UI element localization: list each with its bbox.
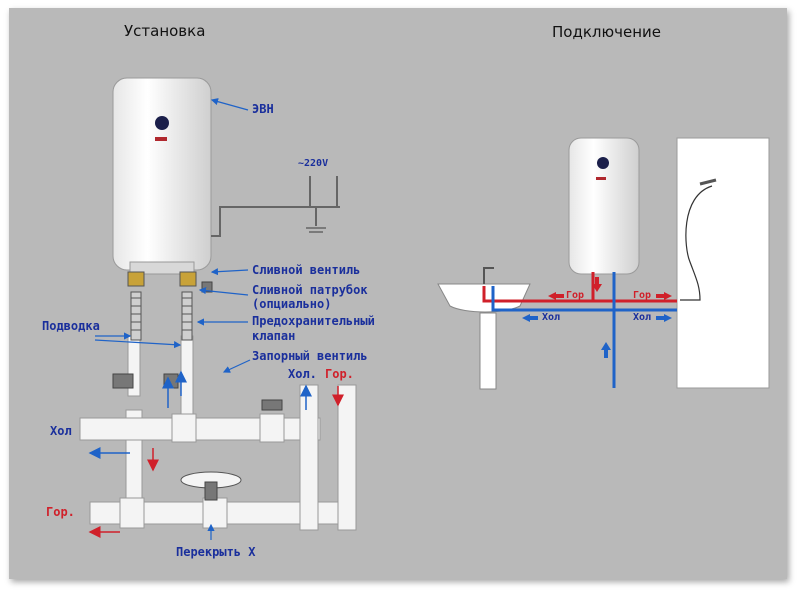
label-drain-pipe-line2: (опциально)	[252, 297, 331, 311]
tank-logo-icon	[155, 116, 169, 130]
label-evn: ЭВН	[252, 102, 274, 116]
flow-arrows-install	[88, 370, 344, 538]
label-drain-valve: Сливной вентиль	[252, 263, 360, 277]
conn-cold-left: Хол	[542, 312, 560, 323]
conn-hot-left: Гор	[566, 290, 584, 301]
title-connect: Подключение	[552, 23, 661, 41]
flex-hoses	[127, 271, 197, 341]
label-drain-pipe-line1: Сливной патрубок	[252, 283, 368, 297]
heater-small	[568, 137, 640, 275]
shower-hose	[680, 178, 717, 301]
label-cold-left: Хол	[50, 424, 72, 438]
flow-arrows-connect	[522, 277, 672, 358]
label-supply: Подводка	[42, 319, 100, 333]
wall-panel	[676, 137, 770, 389]
water-heater-tank	[112, 77, 212, 275]
label-safety-valve-line1: Предохранительный	[252, 314, 375, 328]
label-pointers	[94, 98, 251, 540]
label-cold-top: Хол.	[288, 367, 317, 381]
heater-small-logo-icon	[597, 157, 609, 169]
voltage-label: ~220V	[298, 158, 328, 169]
label-close-x: Перекрыть X	[176, 545, 256, 559]
label-shutoff-valve: Запорный вентиль	[252, 349, 368, 363]
label-safety-valve-line2: клапан	[252, 329, 295, 343]
label-hot-top: Гор.	[325, 367, 354, 381]
cold-pipes	[491, 272, 677, 388]
power-cable	[211, 176, 340, 237]
title-install: Установка	[124, 22, 205, 40]
white-pipes	[79, 335, 357, 531]
conn-cold-right: Хол	[633, 312, 651, 323]
label-hot-left: Гор.	[46, 505, 75, 519]
conn-hot-right: Гор	[633, 290, 651, 301]
